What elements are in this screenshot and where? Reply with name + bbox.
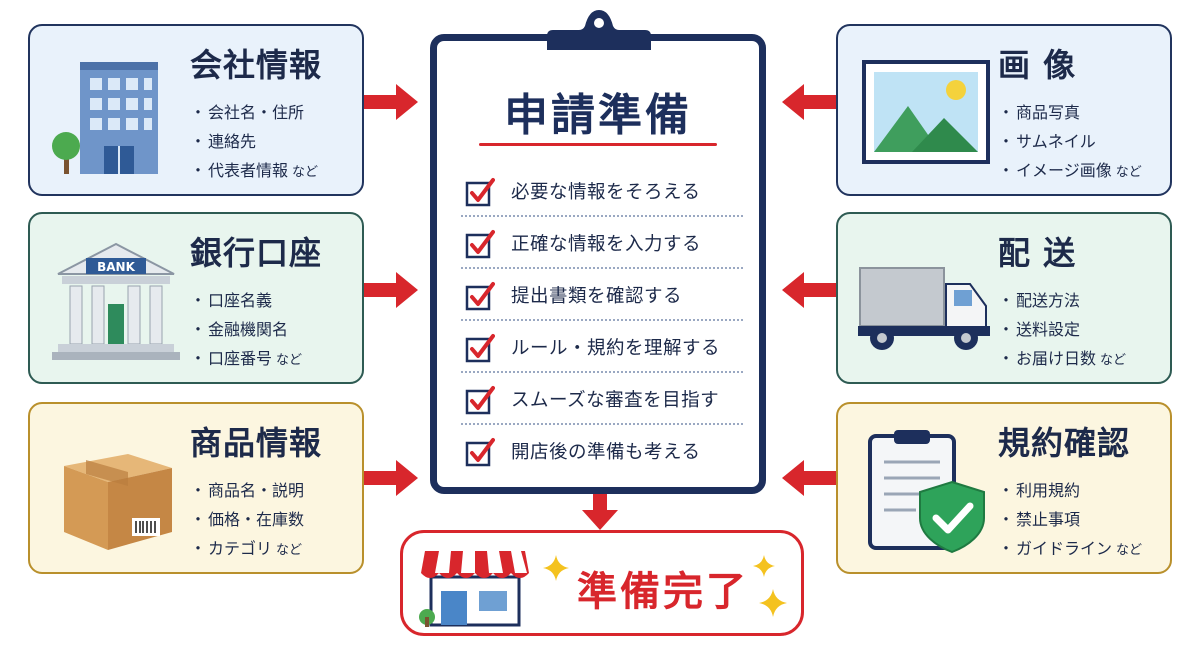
clipboard-shield-check-icon xyxy=(868,430,985,554)
checkbox-checked-icon xyxy=(465,230,495,259)
checkbox-checked-icon xyxy=(465,178,495,207)
checklist-title: 申請準備 xyxy=(504,90,692,141)
list-item: 送料設定 xyxy=(998,315,1126,344)
checklist-item: スムーズな審査を目指す xyxy=(461,373,743,425)
arrow-down-icon xyxy=(582,494,618,530)
list-item: 商品名・説明 xyxy=(190,476,304,505)
checklist: 必要な情報をそろえる 正確な情報を入力する 提出書類を確認する ルール・規約を理… xyxy=(461,165,743,477)
sparkle-icon xyxy=(759,589,787,617)
checkbox-checked-icon xyxy=(465,386,495,415)
checkbox-checked-icon xyxy=(465,334,495,363)
checklist-item: 提出書類を確認する xyxy=(461,269,743,321)
checklist-item: 開店後の準備も考える xyxy=(461,425,743,477)
list-item: 配送方法 xyxy=(998,286,1126,315)
arrow-right-icon xyxy=(364,460,418,496)
checkbox-checked-icon xyxy=(465,438,495,467)
ready-complete-label: 準備完了 xyxy=(577,569,749,615)
checkbox-checked-icon xyxy=(465,282,495,311)
card-title: 規約確認 xyxy=(998,424,1131,462)
landscape-image-icon xyxy=(862,60,990,164)
card-title: 商品情報 xyxy=(190,424,323,462)
sparkle-icon xyxy=(543,555,569,581)
checklist-item: ルール・規約を理解する xyxy=(461,321,743,373)
arrow-right-icon xyxy=(364,272,418,308)
office-building-icon xyxy=(52,62,158,174)
card-title: 配 送 xyxy=(998,234,1077,272)
bank-icon: BANK xyxy=(52,242,180,360)
arrow-left-icon xyxy=(782,460,836,496)
title-underline xyxy=(479,143,717,146)
card-title: 銀行口座 xyxy=(190,234,323,272)
checklist-item: 必要な情報をそろえる xyxy=(461,165,743,217)
sparkle-icon xyxy=(753,555,775,577)
list-item: 商品写真 xyxy=(998,98,1142,127)
checklist-item: 正確な情報を入力する xyxy=(461,217,743,269)
clipboard-clip-icon xyxy=(547,10,651,50)
list-item: 価格・在庫数 xyxy=(190,505,304,534)
list-item: サムネイル xyxy=(998,127,1142,156)
list-item: 会社名・住所 xyxy=(190,98,318,127)
card-title: 会社情報 xyxy=(190,46,323,84)
application-checklist-clipboard: 申請準備 必要な情報をそろえる 正確な情報を入力する 提出書類を確認する ルール… xyxy=(430,34,766,494)
list-item: 利用規約 xyxy=(998,476,1142,505)
arrow-left-icon xyxy=(782,84,836,120)
arrow-left-icon xyxy=(782,272,836,308)
arrow-right-icon xyxy=(364,84,418,120)
list-item: 金融機関名 xyxy=(190,315,302,344)
delivery-truck-icon xyxy=(858,267,990,350)
card-title: 画 像 xyxy=(998,46,1077,84)
list-item: 禁止事項 xyxy=(998,505,1142,534)
list-item: 連絡先 xyxy=(190,127,318,156)
list-item: 口座名義 xyxy=(190,286,302,315)
cardboard-box-icon xyxy=(64,454,172,550)
bank-sign-text: BANK xyxy=(97,260,135,274)
storefront-icon xyxy=(419,551,529,627)
ready-complete-banner: 準備完了 xyxy=(400,530,804,636)
